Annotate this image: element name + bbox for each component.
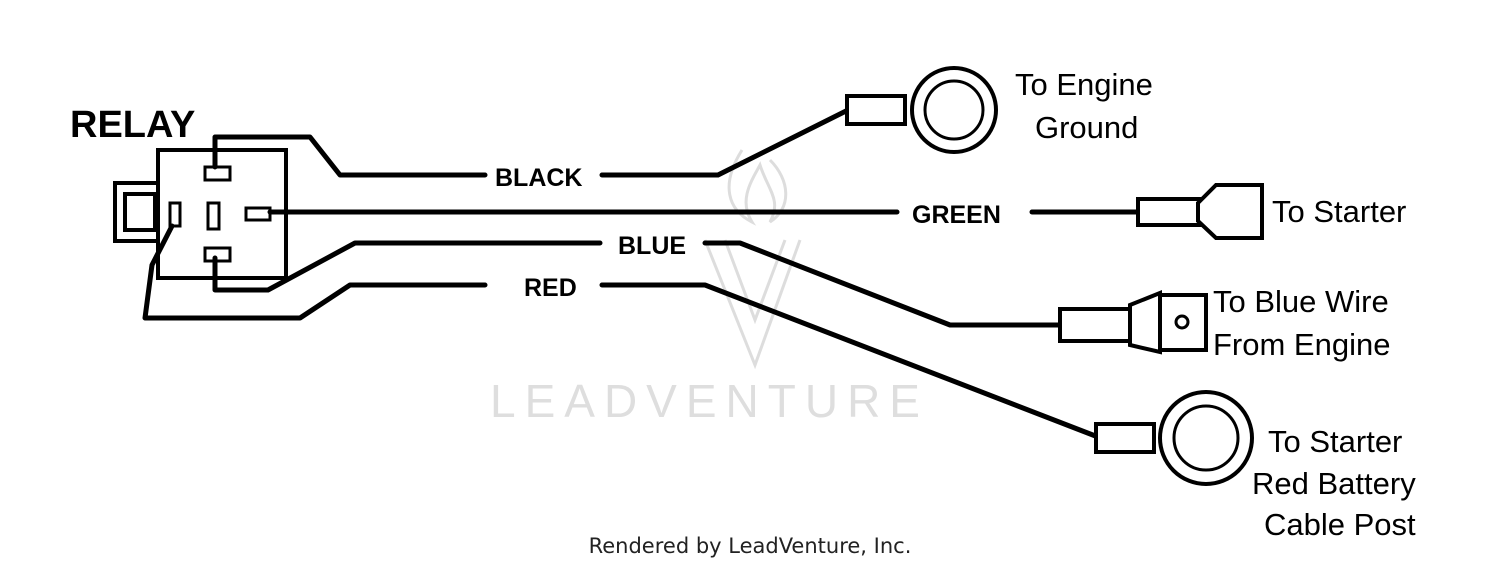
bullet-connector-blue-wire-icon xyxy=(1058,290,1208,355)
terminal-battery-line1: To Starter xyxy=(1268,424,1402,459)
watermark-text: LEADVENTURE xyxy=(490,375,929,427)
spade-connector-starter-icon xyxy=(1136,183,1264,240)
red-wire-label: RED xyxy=(524,274,577,302)
terminal-engine-ground-line1: To Engine xyxy=(1015,67,1153,102)
footer-credit: Rendered by LeadVenture, Inc. xyxy=(589,534,912,558)
red-wire-end xyxy=(599,282,1101,440)
terminal-blue-wire-line1: To Blue Wire xyxy=(1213,284,1389,319)
relay-body xyxy=(113,148,288,280)
terminal-battery-line3: Cable Post xyxy=(1264,507,1416,542)
terminal-battery-line2: Red Battery xyxy=(1252,466,1416,501)
black-wire-end xyxy=(599,107,851,178)
green-wire-label: GREEN xyxy=(912,201,1001,229)
terminal-engine-ground-line2: Ground xyxy=(1035,110,1138,145)
ring-terminal-battery-icon xyxy=(1094,390,1254,486)
blue-wire-label: BLUE xyxy=(618,232,686,260)
relay-terminal-center xyxy=(206,201,221,231)
watermark-logo-icon xyxy=(703,149,802,370)
ring-terminal-engine-ground-icon xyxy=(845,66,998,154)
relay-label: RELAY xyxy=(70,104,195,146)
terminal-blue-wire-line2: From Engine xyxy=(1213,327,1390,362)
blue-wire xyxy=(212,240,603,293)
relay-terminal-left xyxy=(168,201,182,228)
red-wire xyxy=(142,223,488,321)
black-wire xyxy=(212,134,488,178)
blue-wire-end xyxy=(702,240,1065,328)
black-wire-label: BLACK xyxy=(495,164,583,192)
terminal-starter-label: To Starter xyxy=(1272,194,1406,229)
